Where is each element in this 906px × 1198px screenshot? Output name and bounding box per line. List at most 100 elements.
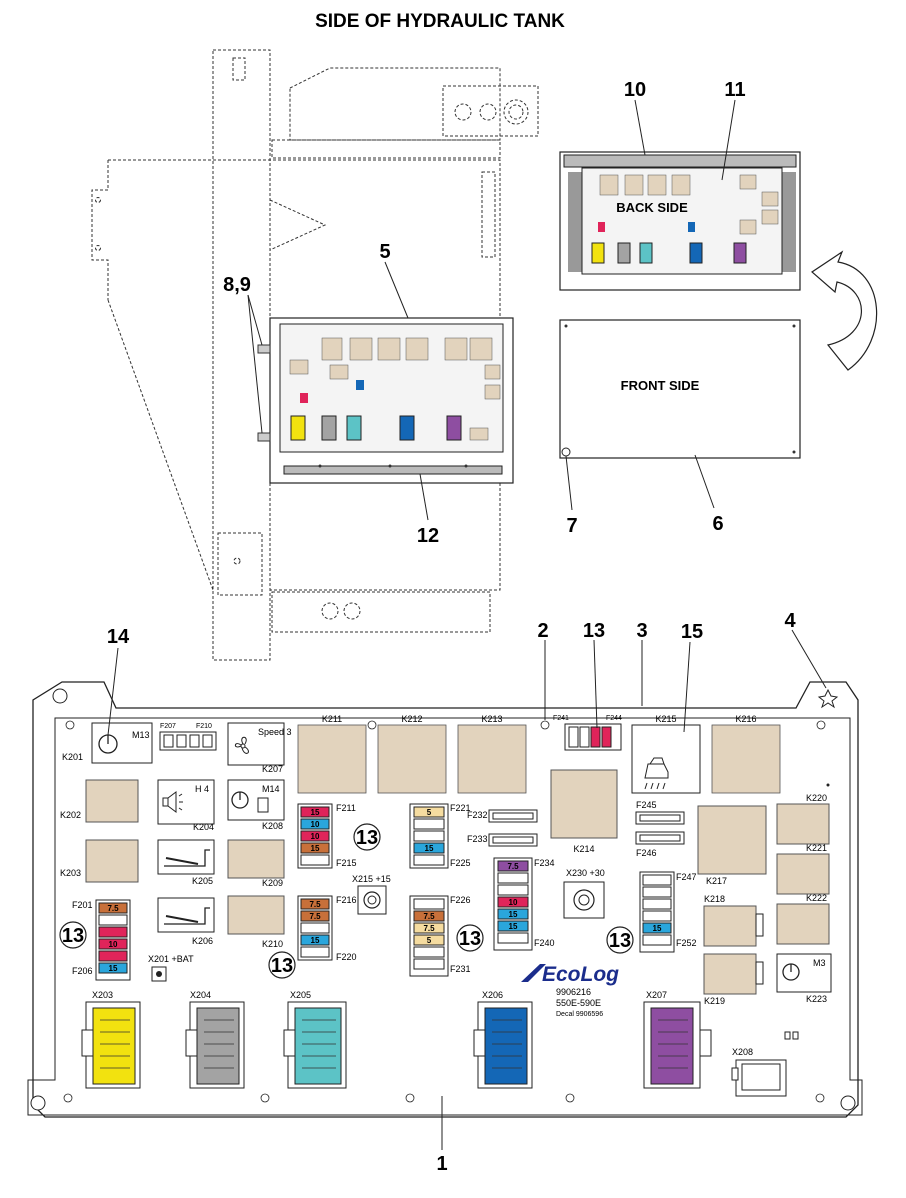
relay-k219 (703, 953, 757, 995)
back-side-label: BACK SIDE (616, 200, 688, 215)
fuse-block-f207-f210 (159, 731, 217, 751)
horn-icon (162, 791, 183, 813)
logo-text: EcoLog (542, 963, 619, 986)
fuse-f228-value: 7.5 (423, 924, 435, 933)
fuse-stack-f247-f252: 15 (639, 871, 675, 953)
relay-k214 (550, 769, 618, 839)
callout-13-f211: 13 (356, 827, 378, 849)
x215-terminal (357, 885, 387, 915)
fuse-stack-f201-f206: 7.5 10 15 (95, 899, 131, 981)
fuse-stack-f221-f225: 5 15 (409, 803, 449, 869)
label-k223: K223 (806, 994, 827, 1004)
front-side-label: FRONT SIDE (621, 378, 700, 393)
connector-x204 (185, 1001, 245, 1089)
label-f220: F220 (336, 952, 357, 962)
m3-motor: M3 (776, 953, 832, 993)
code-model: 550E-590E (556, 998, 601, 1008)
installed-fuse-panel (257, 317, 514, 484)
label-k202: K202 (60, 810, 81, 820)
label-f245: F245 (636, 800, 657, 810)
callout-13-f247: 13 (609, 930, 631, 952)
callout-12: 12 (417, 525, 439, 547)
label-f252: F252 (676, 938, 697, 948)
label-k206: K206 (192, 936, 213, 946)
back-side-panel: BACK SIDE (559, 151, 801, 291)
callout-8-9: 8,9 (223, 274, 251, 296)
relay-k222 (776, 903, 830, 945)
callout-7: 7 (566, 515, 577, 537)
fuse-f251-value: 15 (653, 924, 662, 933)
connector-x203 (81, 1001, 141, 1089)
flip-arrow-icon (811, 250, 878, 371)
label-m13: M13 (132, 730, 150, 740)
label-speed3: Speed 3 (258, 727, 292, 737)
label-h4: H 4 (195, 784, 209, 794)
relay-k209 (227, 839, 285, 879)
maxi-fuses-f245-f246 (635, 811, 685, 845)
label-m3: M3 (813, 958, 826, 968)
ecolog-logo: EcoLog (521, 963, 619, 986)
label-k218: K218 (704, 894, 725, 904)
relay-k203 (85, 839, 139, 883)
callout-10: 10 (624, 79, 646, 101)
fuse-f239-value: 15 (509, 922, 518, 931)
fuse-f238-value: 15 (509, 910, 518, 919)
callout-13-circles (59, 823, 634, 979)
k205-switch (157, 839, 215, 875)
fuse-f227-value: 7.5 (423, 912, 435, 921)
relay-k202 (85, 779, 139, 823)
callout-15: 15 (681, 621, 703, 643)
h4-horn: H 4 (157, 779, 215, 825)
fuse-stack-f234-f240: 7.5 10 15 15 (493, 857, 533, 951)
relay-k210 (227, 895, 285, 935)
fuse-f237-value: 10 (509, 898, 518, 907)
label-f215: F215 (336, 858, 357, 868)
label-f216: F216 (336, 895, 357, 905)
label-f241: F241 (553, 715, 569, 722)
label-k208: K208 (262, 821, 283, 831)
label-k213: K213 (481, 714, 502, 724)
m13-motor: M13 (91, 722, 153, 764)
lower-leader-lines (107, 629, 827, 1150)
callout-4: 4 (784, 610, 796, 632)
maxi-fuses-f232-f233 (488, 809, 538, 847)
fuse-f219-value: 15 (311, 936, 320, 945)
connector-x205 (283, 1001, 347, 1089)
label-f246: F246 (636, 848, 657, 858)
front-side-cover: FRONT SIDE (559, 319, 801, 459)
label-x204: X204 (190, 990, 211, 1000)
fuse-f211-value: 15 (311, 808, 320, 817)
label-k215: K215 (655, 714, 676, 724)
label-k210: K210 (262, 939, 283, 949)
label-f226: F226 (450, 895, 471, 905)
fuse-f216-value: 7.5 (309, 900, 321, 909)
relay-k221 (776, 853, 830, 895)
label-k203: K203 (60, 868, 81, 878)
label-f232: F232 (467, 810, 488, 820)
label-k207: K207 (262, 764, 283, 774)
label-f225: F225 (450, 858, 471, 868)
callout-1: 1 (436, 1153, 447, 1175)
label-k211: K211 (322, 714, 342, 724)
label-k222: K222 (806, 893, 827, 903)
fuse-f214-value: 15 (311, 844, 320, 853)
callout-13: 13 (583, 620, 605, 642)
label-f240: F240 (534, 938, 555, 948)
label-k221: K221 (806, 843, 827, 853)
relays-top-row (297, 724, 781, 794)
fuse-f212-value: 10 (311, 820, 320, 829)
fuse-f213-value: 10 (311, 832, 320, 841)
fuse-f229-value: 5 (427, 936, 432, 945)
callout-5: 5 (379, 241, 390, 263)
label-x230: X230 +30 (566, 868, 605, 878)
k215-washer-relay: K215 (631, 714, 701, 794)
fuse-block-f241-f244 (564, 723, 622, 751)
connector-x207 (643, 1001, 712, 1089)
callout-13-f216: 13 (271, 955, 293, 977)
label-f247: F247 (676, 872, 697, 882)
label-x208: X208 (732, 1047, 753, 1057)
label-f211: F211 (336, 803, 356, 813)
fuse-stack-f226-f231: 7.5 7.5 5 (409, 895, 449, 977)
callout-14: 14 (107, 626, 130, 648)
label-k220: K220 (806, 793, 827, 803)
